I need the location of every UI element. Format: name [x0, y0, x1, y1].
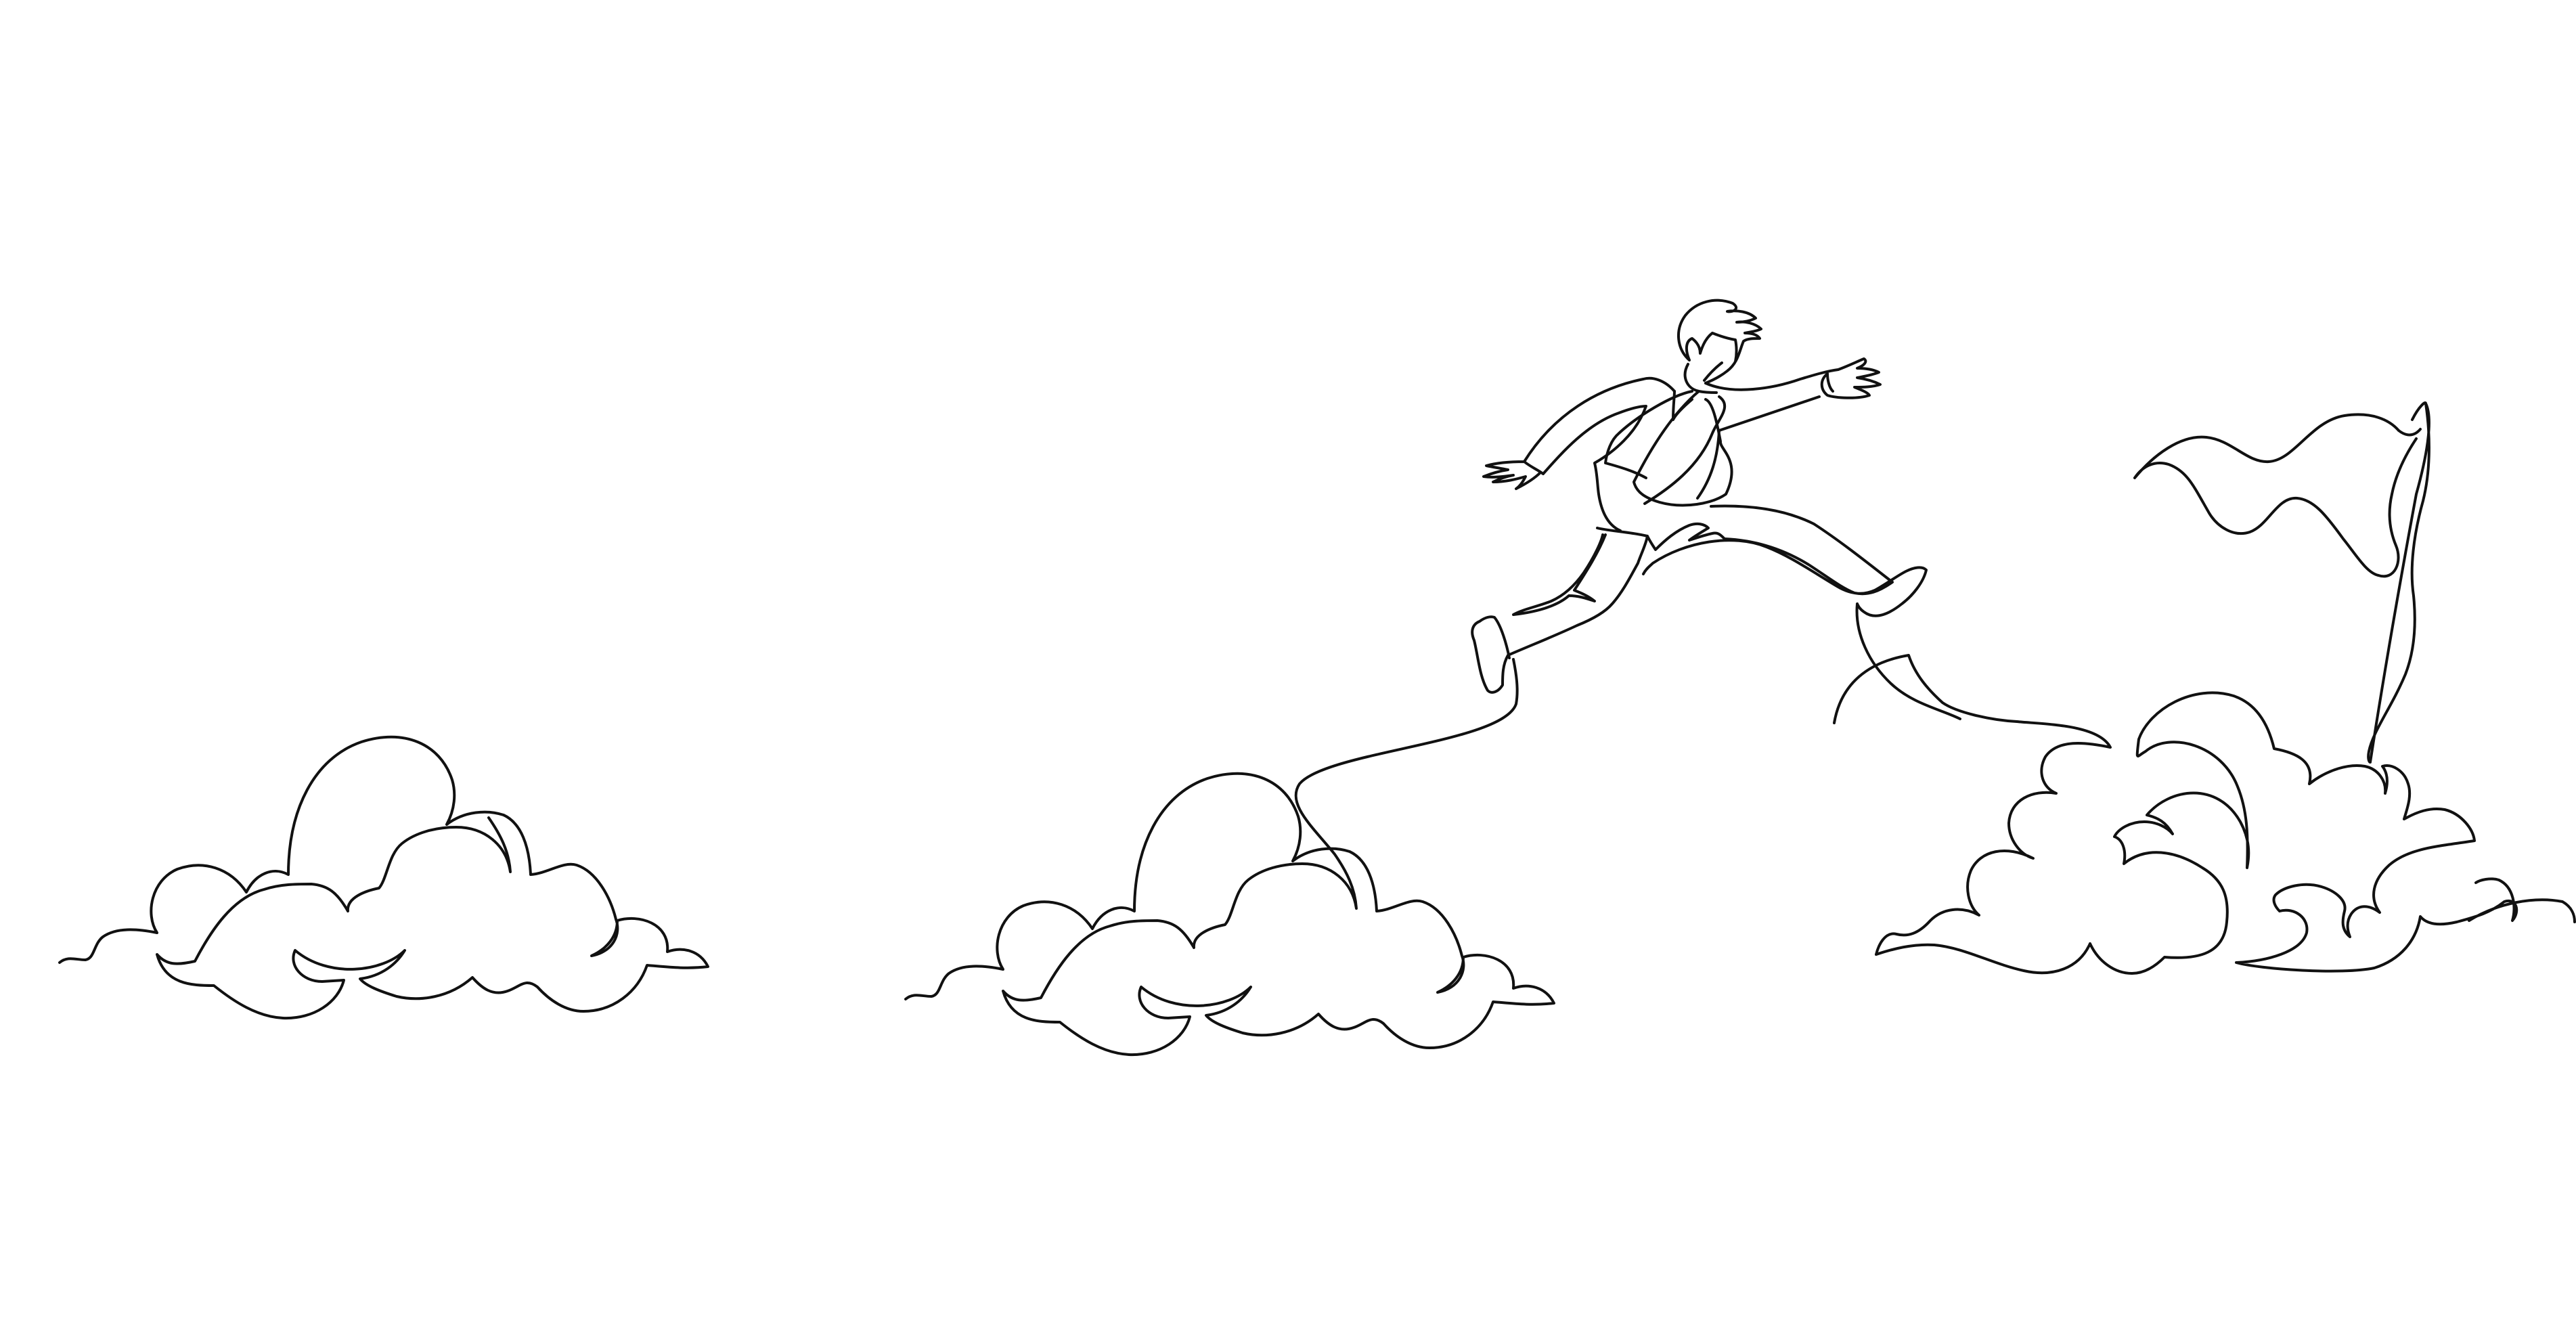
flag-cloth [2133, 413, 2422, 578]
businessman-legs [1471, 504, 1961, 720]
businessman-front-arm [1696, 357, 1882, 500]
businessman-back-arm [1482, 376, 1676, 532]
left-cloud-icon [58, 735, 709, 1020]
jumping-businessman-icon [1471, 299, 1961, 720]
businessman-head [1676, 299, 1762, 384]
middle-cloud-icon [904, 658, 1555, 1057]
right-cloud-icon [1833, 654, 2576, 975]
goal-flag-icon [2133, 401, 2430, 764]
left-cloud-outline [58, 735, 709, 1020]
right-cloud-outline [1833, 654, 2576, 975]
businessman-torso [1604, 361, 1733, 507]
flag-pole [2367, 401, 2430, 764]
middle-cloud-outline [904, 658, 1555, 1057]
